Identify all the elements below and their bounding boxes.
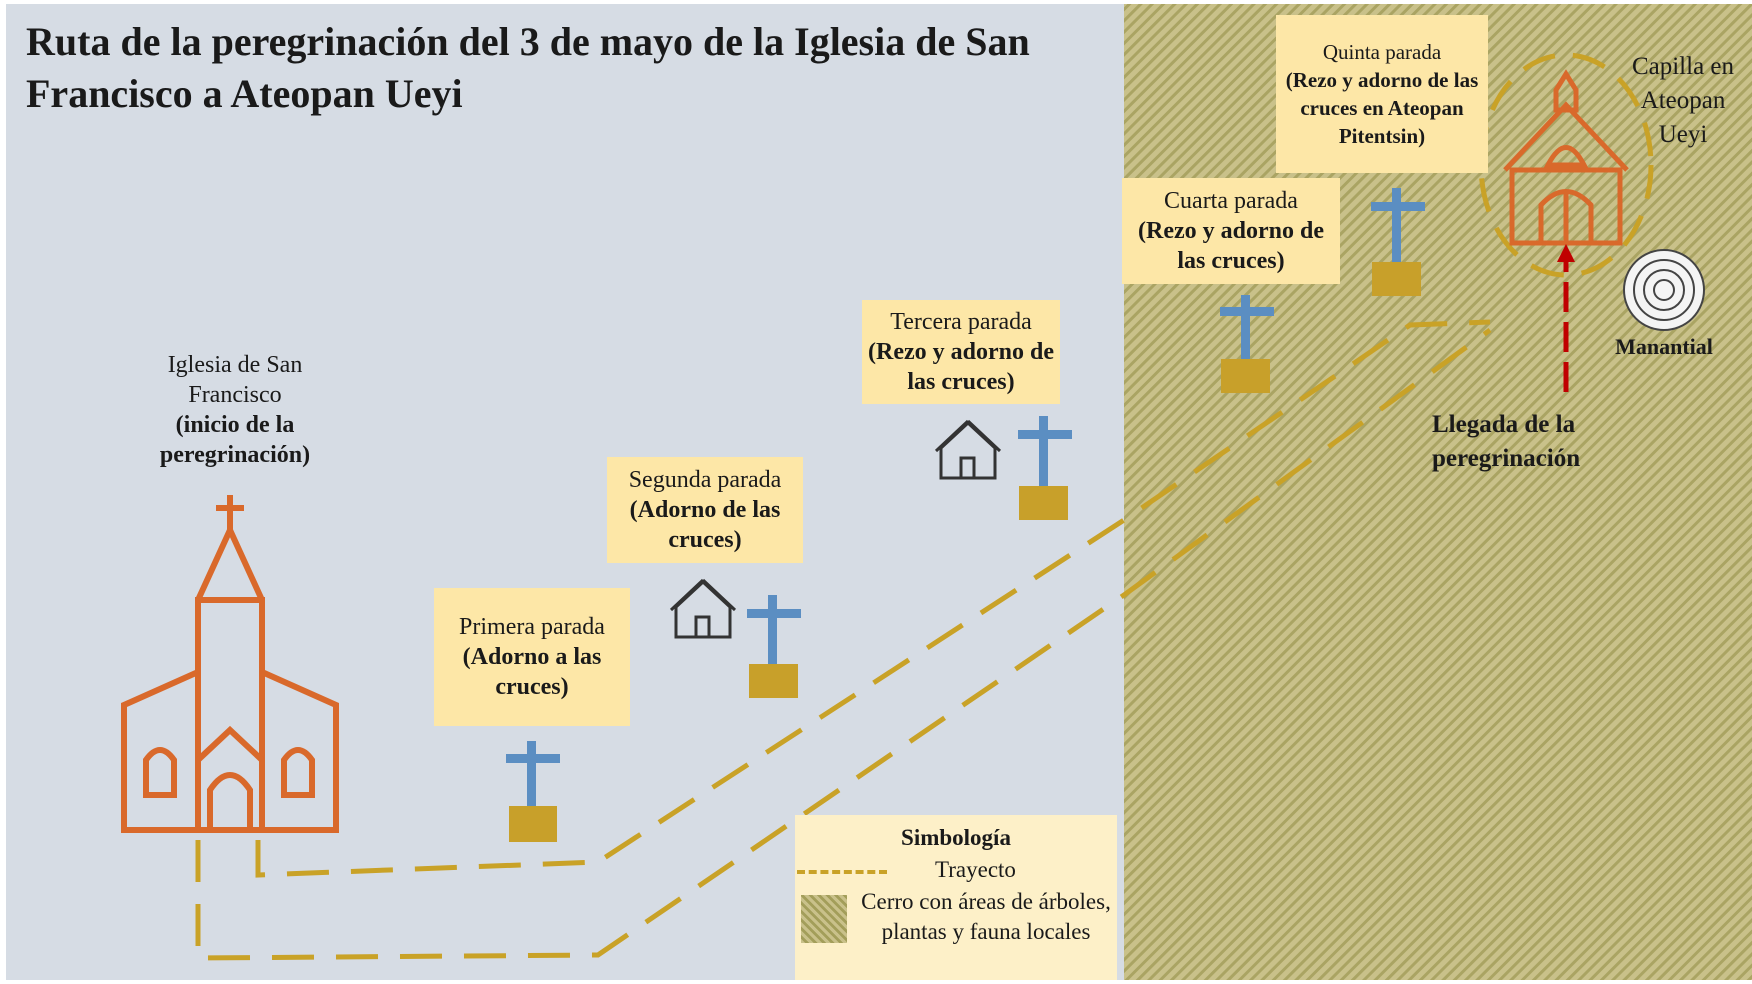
stop-4-activity: (Rezo y adorno de las cruces) bbox=[1138, 218, 1324, 274]
diagram-title: Ruta de la peregrinación del 3 de mayo d… bbox=[26, 19, 1030, 116]
chapel-label: Capilla en Ateopan Ueyi bbox=[1631, 53, 1735, 148]
house-icon bbox=[669, 578, 737, 639]
stop-3-box: Tercera parada (Rezo y adorno de las cru… bbox=[862, 300, 1060, 404]
stop-1-activity: (Adorno a las cruces) bbox=[462, 644, 602, 700]
route-path bbox=[195, 319, 1492, 961]
church-icon bbox=[121, 495, 339, 833]
stop-2-box: Segunda parada (Adorno de las cruces) bbox=[607, 457, 803, 563]
stop-2-activity: (Adorno de las cruces) bbox=[629, 497, 781, 553]
start-church-note: (inicio de la peregrinación) bbox=[159, 412, 311, 468]
stop-3-activity: (Rezo y adorno de las cruces) bbox=[868, 339, 1054, 395]
spring-icon bbox=[1623, 249, 1705, 331]
stop-2-name: Segunda parada bbox=[628, 467, 782, 493]
cross-icon bbox=[747, 595, 801, 698]
arrow-up-icon bbox=[1557, 244, 1575, 392]
cross-icon bbox=[506, 741, 560, 842]
house-icon bbox=[934, 419, 1002, 480]
legend-hill-swatch bbox=[801, 895, 847, 943]
legend-route-label: Trayecto bbox=[935, 857, 1016, 882]
cross-icon bbox=[1018, 416, 1072, 520]
legend-hill-label: Cerro con áreas de árboles, plantas y fa… bbox=[861, 889, 1111, 944]
legend-title: Simbología bbox=[901, 825, 1011, 850]
stop-3-name: Tercera parada bbox=[890, 309, 1032, 335]
stop-5-name: Quinta parada bbox=[1322, 40, 1442, 64]
start-church-label: Iglesia de San Francisco (inicio de la p… bbox=[130, 350, 340, 470]
stop-4-name: Cuarta parada bbox=[1164, 188, 1298, 214]
cross-icon bbox=[1220, 295, 1274, 393]
spring-label: Manantial bbox=[1615, 334, 1713, 359]
legend: Simbología Trayecto Cerro con áreas de á… bbox=[795, 815, 1117, 980]
arrival-label: Llegada de la peregrinación bbox=[1432, 411, 1581, 472]
chapel-area-outline bbox=[1478, 52, 1654, 278]
chapel-icon bbox=[1503, 69, 1629, 246]
stop-5-box: Quinta parada (Rezo y adorno de las cruc… bbox=[1276, 15, 1488, 173]
start-church-name: Iglesia de San Francisco bbox=[167, 352, 303, 408]
stop-5-activity: (Rezo y adorno de las cruces en Ateopan … bbox=[1285, 68, 1479, 148]
cross-icon bbox=[1371, 188, 1425, 296]
stop-4-box: Cuarta parada (Rezo y adorno de las cruc… bbox=[1122, 178, 1340, 284]
stop-1-name: Primera parada bbox=[459, 614, 605, 640]
stop-1-box: Primera parada (Adorno a las cruces) bbox=[434, 588, 630, 726]
legend-route-swatch bbox=[797, 870, 887, 874]
